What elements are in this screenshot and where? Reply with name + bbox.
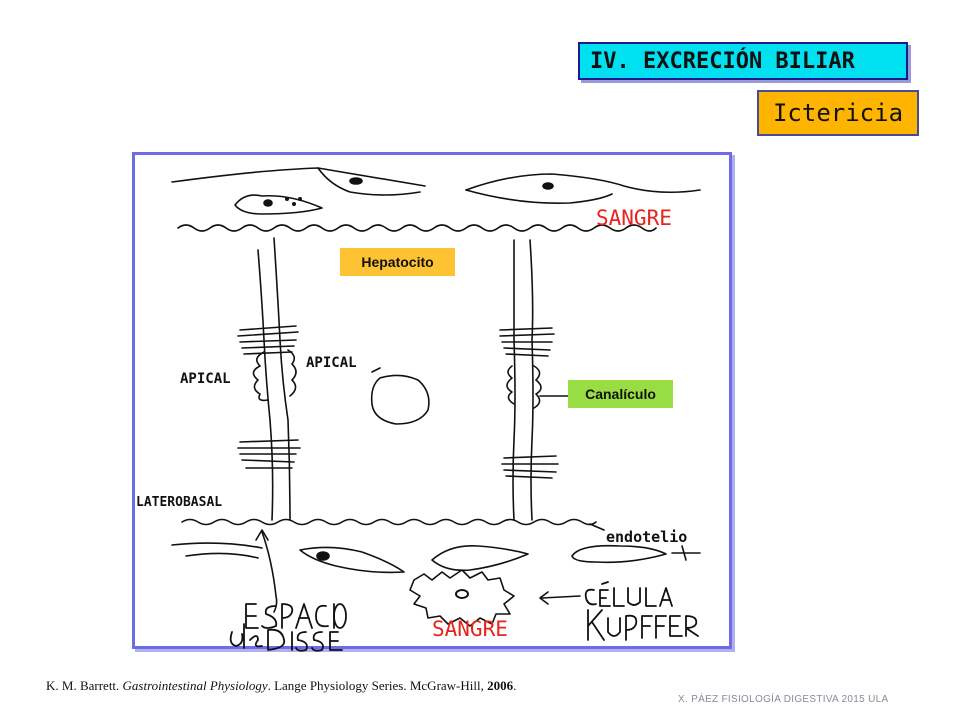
label-canaliculo-text: Canalículo: [585, 386, 656, 402]
endothelial-cells-bottom: [171, 542, 701, 574]
label-hepatocito-text: Hepatocito: [361, 254, 434, 270]
hepatocyte-membrane-left: [237, 237, 301, 521]
footer-credit: X. PÁEZ FISIOLOGÍA DIGESTIVA 2015 ULA: [678, 694, 889, 705]
section-title-text: IV. EXCRECIÓN BILIAR: [590, 48, 855, 74]
label-laterobasal: LATEROBASAL: [136, 495, 223, 510]
label-canaliculo: Canalículo: [568, 380, 673, 408]
citation-end: .: [513, 678, 517, 693]
label-hepatocito: Hepatocito: [340, 248, 455, 276]
label-apical-right: APICAL: [306, 355, 357, 371]
label-sangre-top: SANGRE: [596, 206, 672, 230]
topic-title: Ictericia: [757, 90, 919, 136]
label-sangre-bottom: SANGRE: [432, 617, 508, 641]
sinusoid-membrane-bottom: [181, 518, 597, 526]
citation: K. M. Barrett. Gastrointestinal Physiolo…: [46, 678, 516, 694]
celula-kupffer-handwriting: [584, 581, 699, 641]
topic-title-text: Ictericia: [772, 99, 904, 127]
citation-year: 2006: [487, 678, 514, 693]
kupffer-cell: [409, 569, 515, 627]
sinusoid-membrane-top: [177, 224, 657, 232]
espacio-de-disse-handwriting: [229, 603, 347, 652]
hepatocyte-membrane-right: [499, 239, 573, 521]
citation-authors: K. M. Barrett.: [46, 678, 120, 693]
section-title: IV. EXCRECIÓN BILIAR: [578, 42, 908, 80]
endothelial-cells-top: [171, 167, 701, 215]
label-apical-left: APICAL: [180, 371, 231, 387]
citation-rest: . Lange Physiology Series. McGraw-Hill,: [267, 678, 488, 693]
label-endotelio: endotelio: [606, 528, 688, 546]
citation-title: Gastrointestinal Physiology: [122, 678, 268, 693]
hepatocyte-nucleus: [370, 374, 430, 425]
